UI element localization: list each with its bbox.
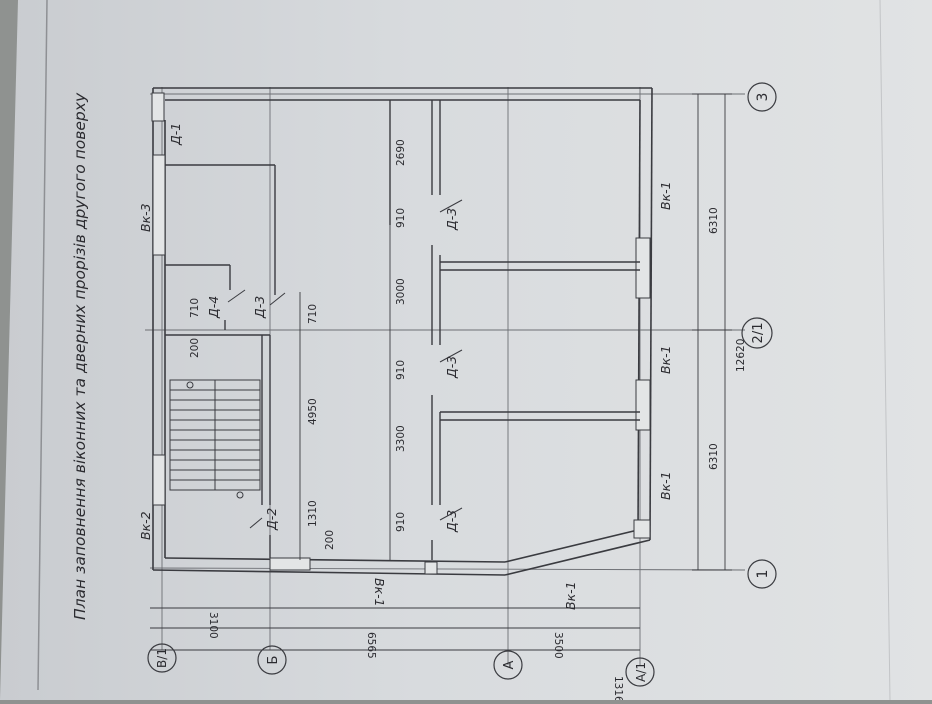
label-vk1-wall-b: Вк-1	[658, 345, 673, 374]
window-openings	[151, 92, 651, 575]
label-d3-small: Д-3	[252, 296, 267, 319]
interior-walls	[165, 100, 640, 560]
dim-side-v1-a: 6565	[365, 632, 377, 659]
axis-marker-2-1-label: 2/1	[751, 323, 766, 344]
element-labels: Вк-1 Вк-1 Вк-1 Вк-1 Вк-1 Вк-2 Вк-3 Д-1 Д…	[138, 123, 673, 610]
axis-marker-3	[747, 82, 777, 112]
label-vk1-wall-c: Вк-1	[658, 181, 673, 210]
dimension-texts: 12620 6310 6310 13165 6565 3100 3500 330…	[189, 139, 747, 704]
label-d4: Д-4	[206, 296, 221, 319]
label-d1: Д-1	[168, 123, 183, 146]
label-d3-a: Д-3	[444, 510, 459, 533]
axis-marker-2-1	[741, 317, 773, 349]
label-vk1-left: Вк-1	[372, 578, 387, 607]
axis-marker-1-label: 1	[755, 570, 771, 579]
axis-marker-b-label: Б	[266, 656, 281, 665]
label-vk3: Вк-3	[138, 203, 153, 232]
axis-marker-3-label: 3	[755, 93, 771, 102]
axis-marker-a-label: А	[502, 660, 517, 669]
sheet-frame	[37, 0, 48, 691]
label-vk1-bottom: Вк-1	[563, 581, 578, 610]
axis-marker-1	[747, 559, 777, 589]
dim-room-3300: 3300	[395, 425, 407, 452]
label-d2: Д-2	[264, 508, 279, 531]
label-vk1-wall-a: Вк-1	[658, 471, 673, 500]
door-swings	[227, 199, 463, 529]
sheet-frame-right	[879, 0, 891, 701]
dim-side-a-a1: 3500	[552, 632, 564, 659]
axis-marker-a	[493, 650, 523, 680]
axis-marker-v1	[147, 643, 177, 673]
dim-side-total: 13165	[612, 676, 624, 700]
dim-door-910-b: 910	[395, 360, 407, 380]
axis-marker-b	[257, 645, 287, 675]
dim-stair-4950: 4950	[307, 398, 319, 425]
dim-room-2690: 2690	[395, 139, 407, 166]
dim-top-total: 12620	[735, 339, 747, 372]
dim-side-v1-b: 3100	[207, 612, 219, 639]
dim-door-910-a: 910	[395, 512, 407, 532]
label-vk2: Вк-2	[138, 511, 153, 540]
dim-d2-1310: 1310	[307, 500, 319, 527]
dim-door-910-c: 910	[395, 208, 407, 228]
axis-markers: 1 2/1 3 В/1 Б А А/1	[147, 82, 777, 687]
sheet-title: План заповнення віконних та дверних прор…	[71, 92, 89, 620]
dim-room-3000: 3000	[395, 278, 407, 305]
label-d3-c: Д-3	[444, 208, 459, 231]
axis-marker-v1-label: В/1	[155, 648, 169, 668]
staircase	[169, 379, 261, 499]
dim-top-left: 6310	[708, 443, 720, 470]
dim-d2-200: 200	[324, 530, 336, 550]
dimension-lines	[150, 93, 732, 651]
dim-top-right: 6310	[708, 207, 720, 234]
label-d3-b: Д-3	[444, 356, 459, 379]
dim-d4-200: 200	[189, 338, 201, 358]
axis-marker-a1-label: А/1	[634, 662, 648, 682]
axis-marker-a1	[625, 657, 655, 687]
dim-d4-710: 710	[189, 298, 201, 318]
dim-d3-710: 710	[307, 304, 319, 324]
